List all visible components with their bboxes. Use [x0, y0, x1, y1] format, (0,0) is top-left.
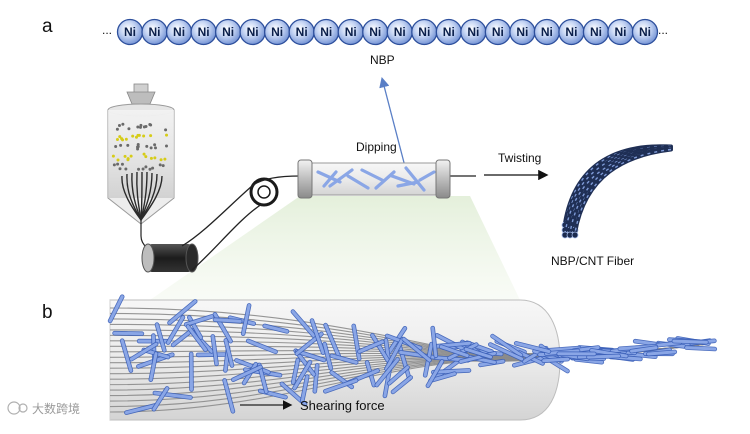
magnification-cone	[150, 196, 520, 300]
ni-bead-label: Ni	[492, 25, 504, 39]
ni-bead: Ni	[288, 18, 315, 46]
ni-bead-label: Ni	[639, 25, 651, 39]
fiber-label: NBP/CNT Fiber	[551, 254, 634, 268]
ni-bead: Ni	[141, 18, 168, 46]
ni-bead-label: Ni	[149, 25, 161, 39]
ni-bead: Ni	[484, 18, 512, 46]
ni-bead-label: Ni	[222, 25, 234, 39]
ni-bead: Ni	[582, 18, 610, 46]
ni-bead: Ni	[460, 18, 487, 46]
dipping-bath	[297, 159, 451, 199]
ni-bead-label: Ni	[565, 25, 577, 39]
twisting-label: Twisting	[498, 151, 541, 165]
ni-bead-label: Ni	[320, 25, 332, 39]
ni-bead: Ni	[214, 18, 242, 46]
ni-bead: Ni	[116, 18, 144, 46]
ni-bead: Ni	[631, 18, 659, 46]
ni-bead: Ni	[337, 18, 364, 46]
ni-bead: Ni	[533, 18, 561, 46]
ni-bead-label: Ni	[614, 25, 626, 39]
ni-bead: Ni	[386, 18, 413, 46]
ni-bead-label: Ni	[124, 25, 136, 39]
ni-bead-label: Ni	[418, 25, 430, 39]
ni-bead-label: Ni	[516, 25, 528, 39]
nbp-caption: NBP	[370, 53, 395, 67]
nbp-cnt-fiber-bundle	[561, 144, 673, 239]
ni-bead: Ni	[435, 18, 462, 46]
ni-bead-chain: Ni Ni Ni Ni Ni Ni Ni Ni Ni Ni Ni Ni Ni Ni Ni Ni Ni Ni Ni Ni…	[116, 18, 659, 46]
dipping-label: Dipping	[356, 140, 397, 154]
ni-bead: Ni	[165, 18, 193, 46]
ni-bead: Ni	[313, 18, 340, 46]
ni-bead-label: Ni	[590, 25, 602, 39]
watermark-text: 大数跨境	[32, 401, 80, 416]
ni-bead: Ni	[509, 18, 536, 46]
ni-bead: Ni	[558, 18, 585, 46]
collector-spool	[140, 235, 199, 273]
nbp-arrow	[379, 76, 409, 179]
ni-bead: Ni	[239, 18, 266, 46]
ni-bead-label: Ni	[369, 25, 381, 39]
ni-bead-label: Ni	[271, 25, 283, 39]
ni-bead-label: Ni	[467, 25, 479, 39]
aligned-nbp-rods	[107, 294, 718, 415]
ni-bead-label: Ni	[394, 25, 406, 39]
chain-ellipsis-left: ...	[102, 23, 112, 37]
fiber-path	[181, 175, 476, 271]
watermark-logo	[7, 401, 28, 415]
ni-bead-label: Ni	[247, 25, 259, 39]
ni-bead: Ni	[411, 18, 438, 46]
catalyst-particles	[111, 122, 169, 171]
ni-bead-label: Ni	[541, 25, 553, 39]
shearing-force-label: Shearing force	[300, 398, 385, 413]
ni-bead-label: Ni	[173, 25, 185, 39]
guide-pulley	[249, 177, 279, 207]
ni-bead: Ni	[607, 18, 634, 46]
cnt-spinning-vessel	[107, 83, 175, 236]
ni-bead: Ni	[263, 18, 291, 46]
ni-bead: Ni	[362, 18, 389, 46]
ni-bead: Ni	[190, 18, 217, 46]
ni-bead-label: Ni	[443, 25, 455, 39]
nbp-rods-in-bath	[316, 166, 436, 192]
ni-bead-label: Ni	[198, 25, 210, 39]
ni-bead-label: Ni	[296, 25, 308, 39]
panel-label-b: b	[42, 302, 53, 323]
ni-bead-label: Ni	[345, 25, 357, 39]
cnt-forest	[121, 171, 163, 221]
panel-label-a: a	[42, 16, 53, 37]
chain-ellipsis-right: ...	[658, 23, 668, 37]
